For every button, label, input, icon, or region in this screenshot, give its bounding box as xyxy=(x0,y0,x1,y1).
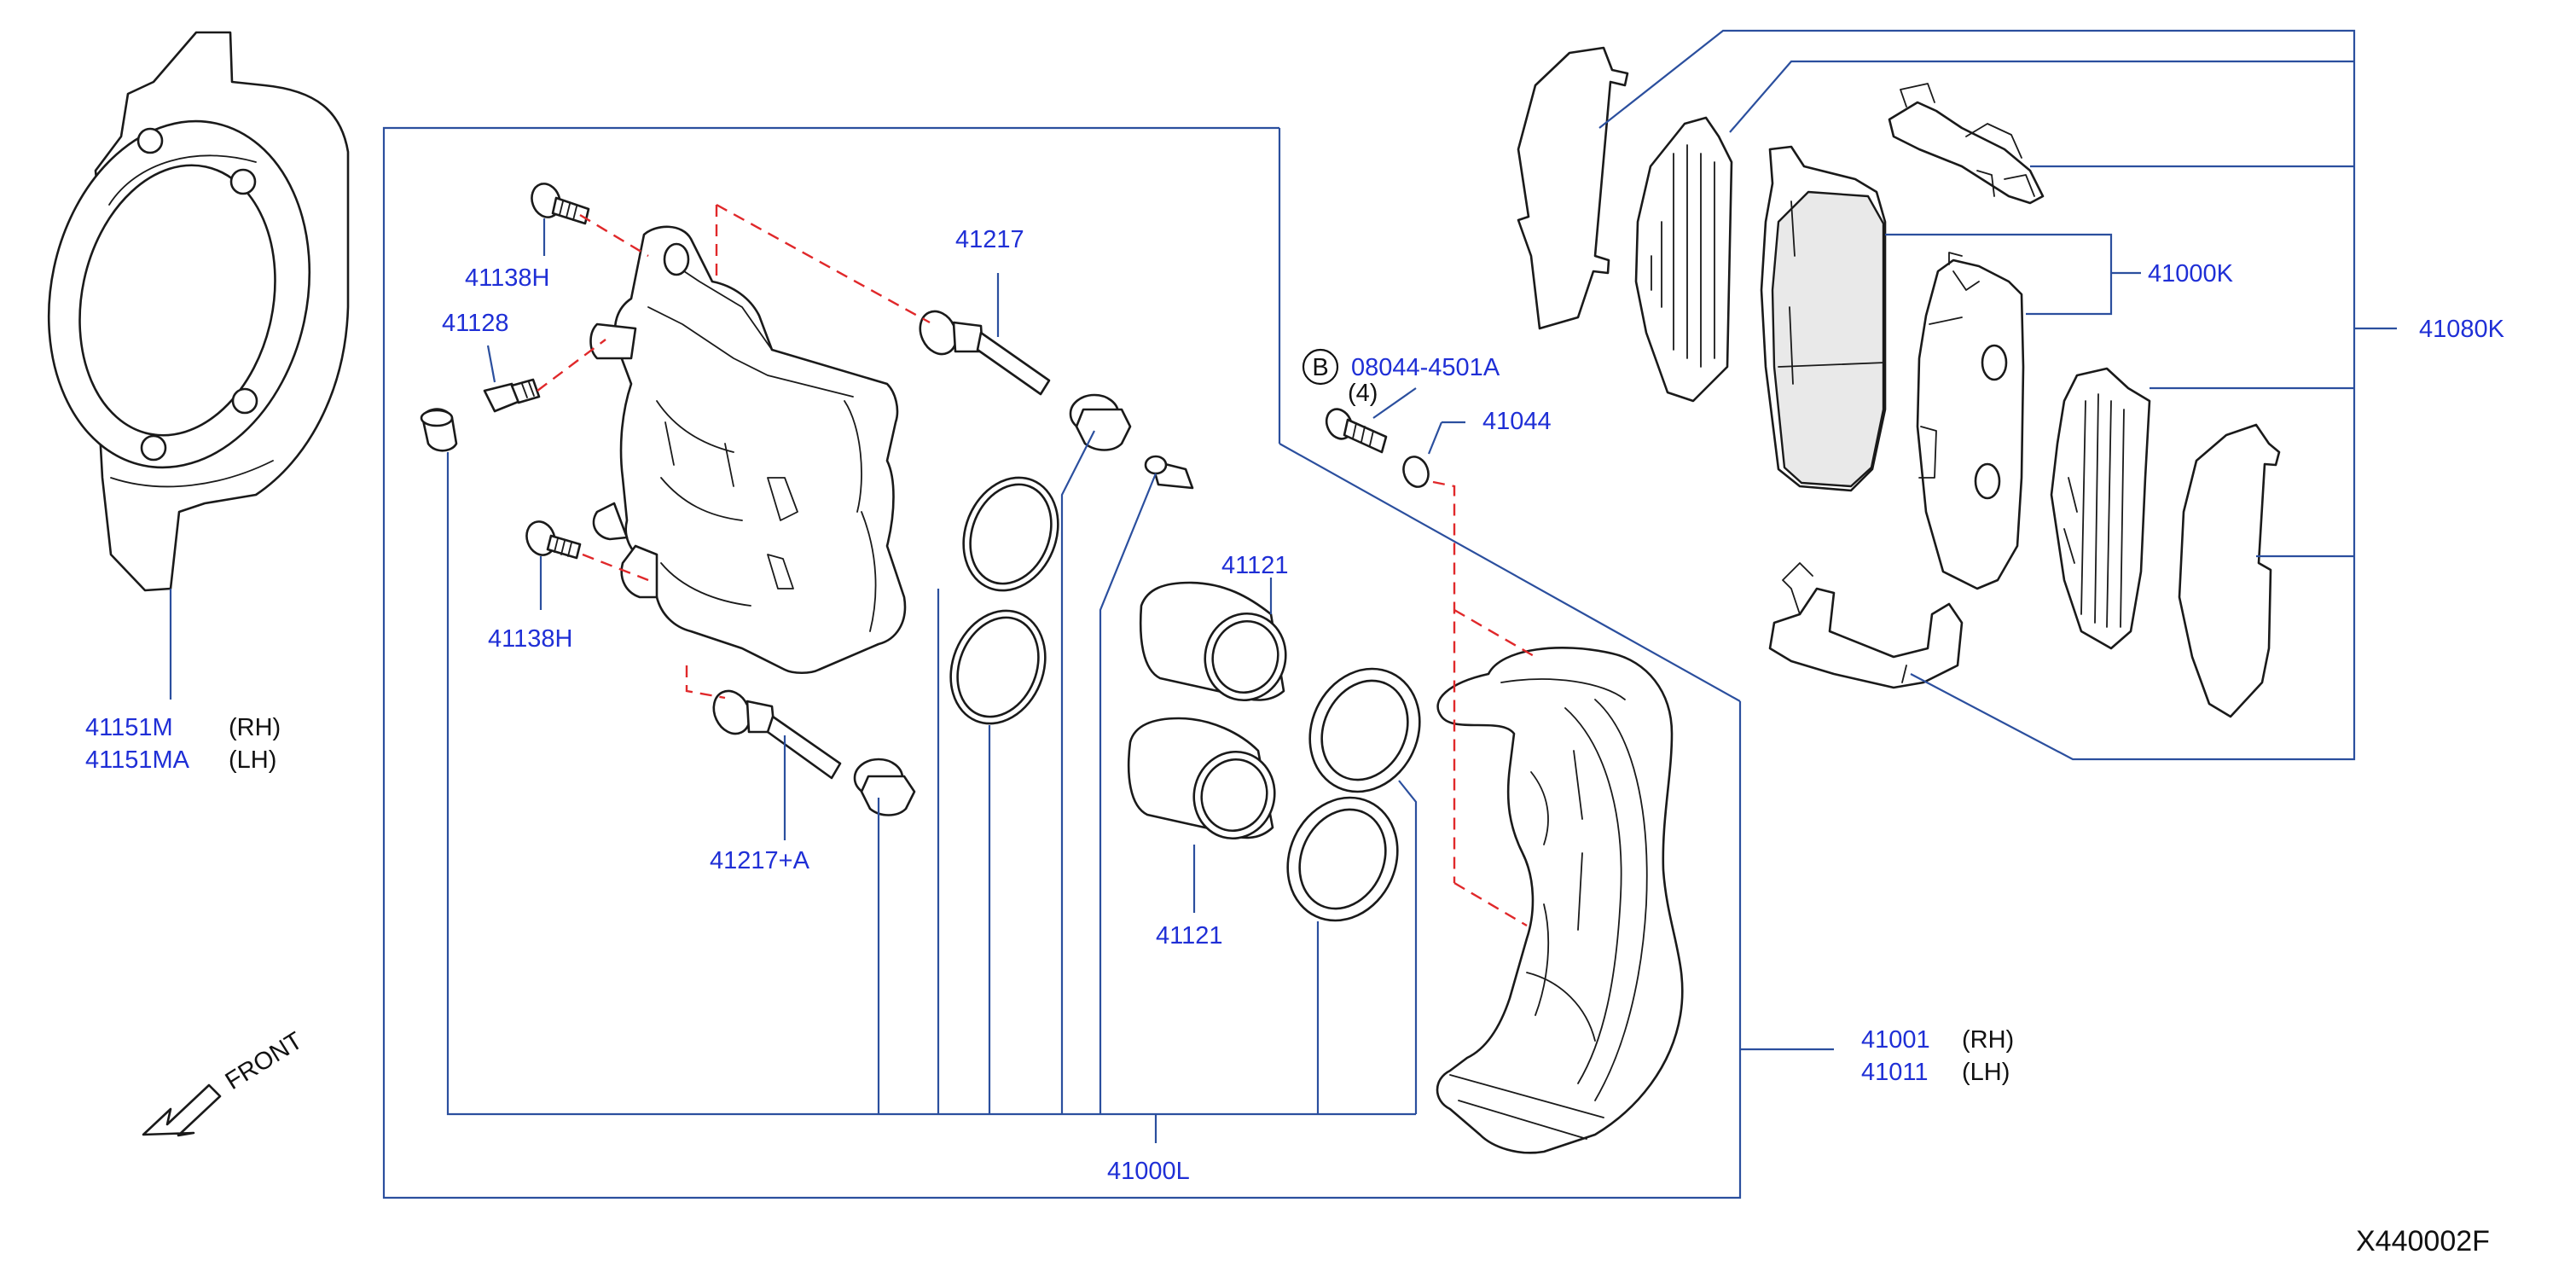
label-41138h-mid: 41138H xyxy=(488,625,572,653)
drawing-code: X440002F xyxy=(2356,1225,2490,1257)
shim-inner-top xyxy=(1634,116,1733,403)
labels: 41151M (RH) 41151MA (LH) 41138H 41128 41… xyxy=(85,226,2505,1257)
bolt-symbol-icon xyxy=(1302,348,1339,386)
pin-boot-bottom xyxy=(853,758,916,816)
bolt-08044 xyxy=(1325,408,1388,454)
label-front: FRONT xyxy=(221,1027,308,1095)
leader-lines xyxy=(169,29,2397,1143)
label-08044-4501a: 08044-4501A xyxy=(1351,354,1500,381)
label-41080k: 41080K xyxy=(2419,316,2505,343)
shim-inner-bottom xyxy=(2050,367,2151,650)
dust-shield-part xyxy=(47,31,350,592)
label-41000l: 41000L xyxy=(1107,1158,1190,1185)
label-41128: 41128 xyxy=(442,310,509,337)
label-41121-top: 41121 xyxy=(1221,552,1289,579)
label-qty-4: (4) xyxy=(1348,380,1378,407)
label-41044: 41044 xyxy=(1482,408,1552,435)
label-41151m: 41151M xyxy=(85,714,173,741)
pad-outer xyxy=(1760,145,1887,492)
sleeve-insert xyxy=(1144,455,1194,490)
label-bolt-symbol: B xyxy=(1312,354,1328,381)
bleeder-cap xyxy=(420,408,458,452)
alignment-lines xyxy=(537,203,1536,927)
bleeder-41128 xyxy=(483,378,541,413)
piston-41121-top xyxy=(1139,581,1287,702)
washer-41044 xyxy=(1402,456,1430,488)
piston-seal-bottom xyxy=(1286,796,1399,922)
label-41151ma: 41151MA xyxy=(85,746,190,774)
label-lh-caliper: (LH) xyxy=(1962,1059,2010,1086)
pad-inner xyxy=(1916,252,2025,590)
caliper-body-part xyxy=(1436,647,1684,1154)
label-41217a: 41217+A xyxy=(710,847,810,874)
shim-outer-bottom xyxy=(2178,423,2281,718)
bolt-41138h-top xyxy=(531,183,590,225)
guide-pin-41217 xyxy=(919,310,1051,396)
label-rh-caliper: (RH) xyxy=(1962,1026,2014,1054)
seal-ring-2 xyxy=(949,609,1047,725)
pin-boot-top xyxy=(1069,393,1132,451)
label-41011: 41011 xyxy=(1861,1059,1929,1086)
front-arrow-icon xyxy=(142,1083,222,1137)
anti-rattle-spring-top xyxy=(1888,83,2045,205)
label-41000k: 41000K xyxy=(2148,260,2234,287)
seal-ring-1 xyxy=(962,476,1059,592)
caliper-housing-part xyxy=(589,225,907,675)
bolt-41138h-mid xyxy=(525,520,582,560)
piston-41121-bottom xyxy=(1127,717,1276,840)
label-41121-bottom: 41121 xyxy=(1156,922,1223,950)
label-rh-shield: (RH) xyxy=(229,714,281,741)
guide-pin-41217a xyxy=(712,689,842,780)
shim-outer-top xyxy=(1517,46,1629,330)
caliper-assembly-frame xyxy=(382,126,1742,1199)
anti-rattle-spring-bottom xyxy=(1768,562,1964,689)
label-lh-shield: (LH) xyxy=(229,746,276,774)
label-41217: 41217 xyxy=(955,226,1024,253)
label-41138h-top: 41138H xyxy=(465,264,549,292)
label-41001: 41001 xyxy=(1861,1026,1930,1054)
piston-seal-top xyxy=(1308,667,1421,793)
